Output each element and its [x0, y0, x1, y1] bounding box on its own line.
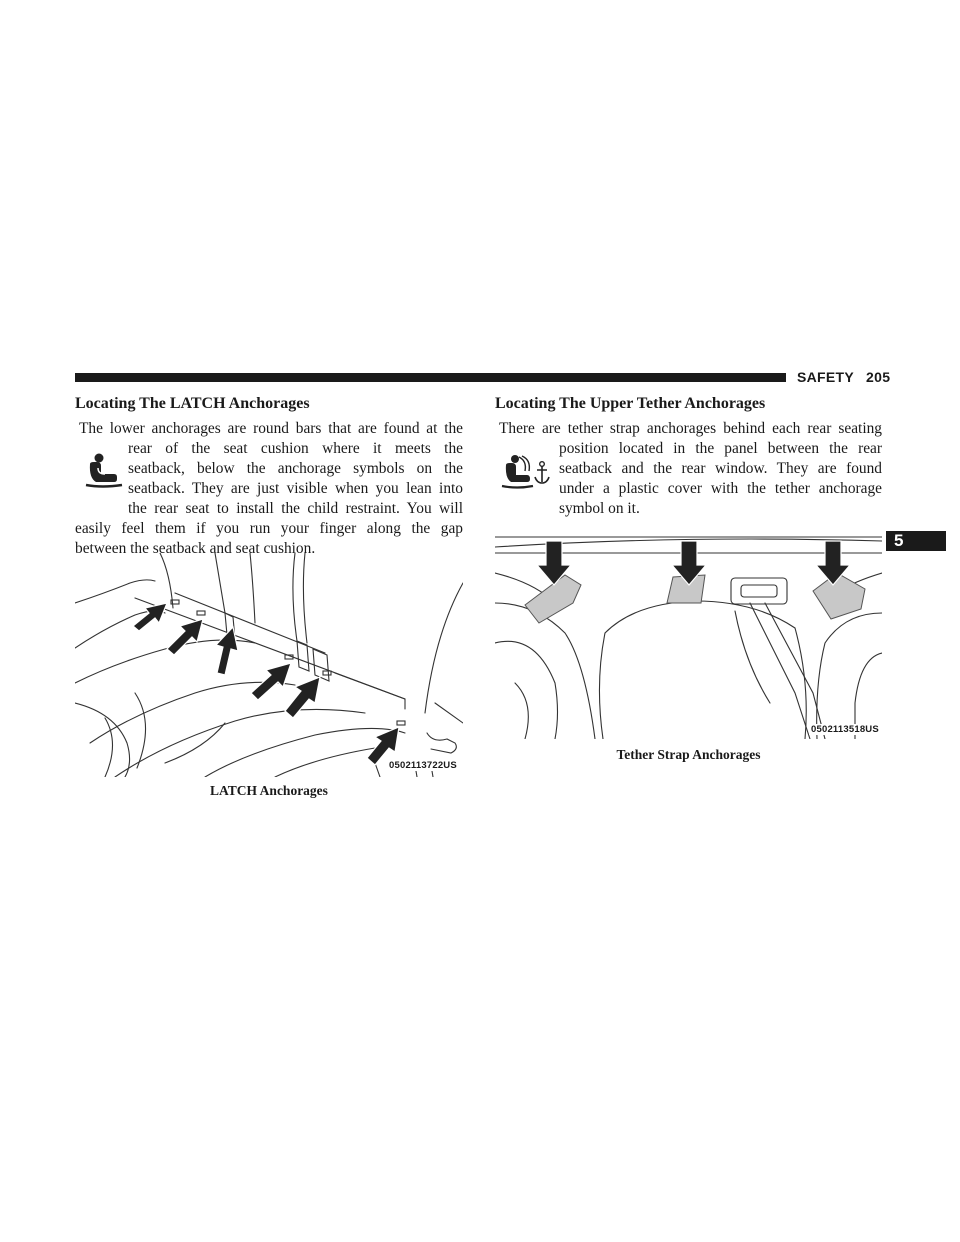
- latch-figure-caption: LATCH Anchorages: [210, 783, 328, 798]
- latch-paragraph: The lower anchorages are round bars that…: [75, 419, 463, 559]
- running-header: SAFETY 205: [797, 369, 897, 385]
- tether-figure-code: 0502113518US: [809, 724, 881, 735]
- latch-arrow-1: [132, 602, 168, 632]
- chapter-tab: 5: [886, 531, 946, 551]
- latch-line-1: The lower anchorages are round bars that…: [79, 420, 463, 437]
- tether-anchor-icon: [501, 455, 550, 489]
- page-number: 205: [866, 369, 891, 385]
- latch-line-6: easily feel them if you run your finger …: [75, 520, 463, 537]
- tether-arrow-2: [670, 540, 708, 586]
- latch-section-title: Locating The LATCH Anchorages: [75, 395, 310, 412]
- latch-line-7: between the seatback and seat cushion.: [75, 540, 316, 557]
- latch-line-5: the rear seat to install the child restr…: [128, 500, 463, 517]
- tether-line-3: seatback and the rear window. They are f…: [559, 460, 882, 477]
- latch-figure-code: 0502113722US: [387, 760, 459, 771]
- latch-arrow-2: [166, 618, 204, 656]
- latch-line-4: seatback. They are just visible when you…: [128, 480, 463, 497]
- tether-seat-illustration: [495, 536, 882, 739]
- tether-line-2: position located in the panel between th…: [559, 440, 882, 457]
- latch-arrow-3: [214, 625, 239, 676]
- latch-arrow-4: [250, 662, 292, 701]
- tether-figure-caption: Tether Strap Anchorages: [616, 747, 761, 762]
- latch-seat-illustration: [75, 553, 463, 777]
- tether-line-4: under a plastic cover with the tether an…: [559, 480, 882, 497]
- latch-line-2: rear of the seat cushion where it meets …: [128, 440, 463, 457]
- latch-arrow-5: [284, 676, 321, 719]
- child-seat-latch-icon: [85, 453, 123, 488]
- latch-line-3: seatback, below the anchorage symbols on…: [128, 460, 463, 477]
- section-name: SAFETY: [797, 369, 855, 385]
- latch-figure: 0502113722US: [75, 553, 463, 777]
- tether-cover-2: [666, 574, 706, 604]
- tether-arrow-3: [814, 540, 852, 586]
- tether-section-title: Locating The Upper Tether Anchorages: [495, 395, 766, 412]
- header-rule: [75, 373, 786, 382]
- tether-section: Locating The Upper Tether Anchorages: [495, 394, 883, 414]
- tether-arrow-1: [535, 540, 573, 586]
- tether-figure: 0502113518US: [495, 533, 882, 739]
- tether-line-1: There are tether strap anchorages behind…: [499, 420, 882, 437]
- latch-section: Locating The LATCH Anchorages: [75, 394, 463, 414]
- tether-cover-3: [812, 572, 866, 620]
- latch-arrow-6: [366, 726, 400, 766]
- tether-paragraph: There are tether strap anchorages behind…: [495, 419, 882, 519]
- tether-line-5: symbol on it.: [559, 500, 640, 517]
- chapter-number: 5: [894, 531, 904, 550]
